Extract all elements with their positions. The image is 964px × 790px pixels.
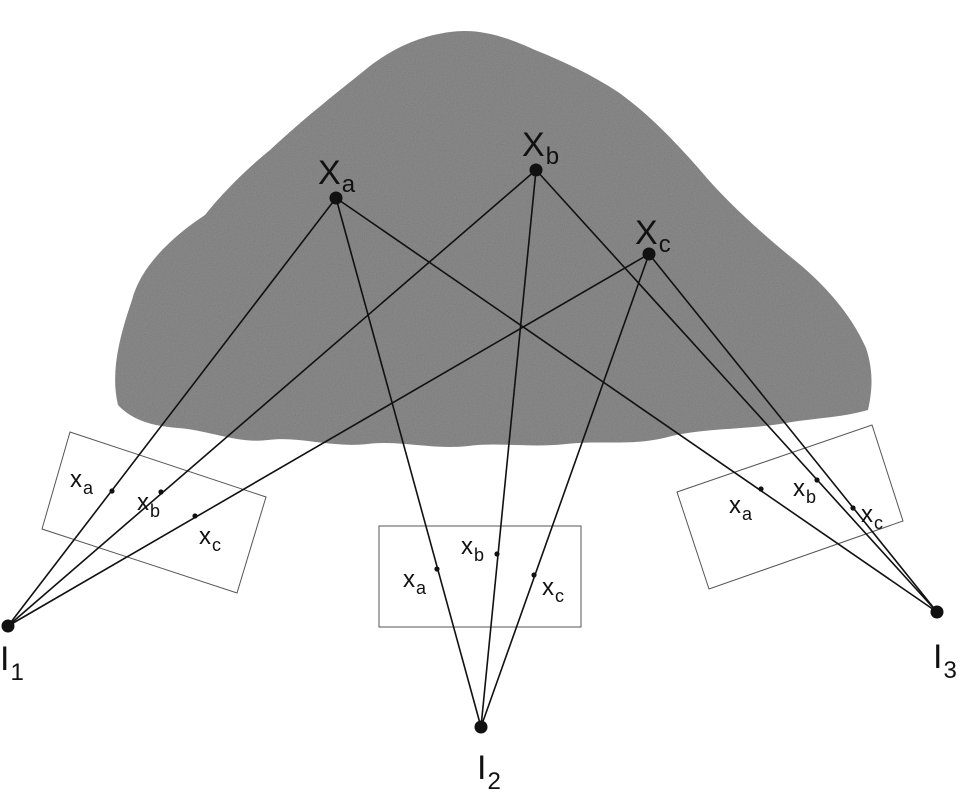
projection-rays: [7, 169, 938, 728]
image-point-label-3-a: xa: [729, 492, 753, 524]
ray-cam1-b: [7, 169, 537, 627]
world-point-label-b: Xb: [522, 126, 559, 170]
camera-center-2: [474, 720, 488, 734]
image-plane-2: [378, 525, 582, 628]
ray-cam2-a: [335, 197, 482, 728]
image-plane-3: [676, 424, 904, 590]
image-point-label-2-a: xa: [403, 566, 427, 598]
ray-cam3-c: [648, 253, 938, 613]
ray-cam2-c: [480, 253, 650, 728]
image-point-1-a: [109, 488, 115, 494]
ray-cam1-c: [7, 253, 650, 627]
ray-cam3-b: [535, 169, 938, 613]
ray-cam3-a: [335, 197, 938, 613]
image-point-2-c: [531, 572, 537, 578]
image-point-label-1-b: xb: [137, 489, 160, 521]
image-point-3-a: [758, 486, 764, 492]
camera-label-2: I2: [477, 749, 501, 790]
image-plane-1: [41, 431, 267, 594]
world-point-label-c: Xc: [635, 214, 671, 258]
ray-cam2-b: [480, 169, 537, 728]
camera-label-1: I1: [0, 640, 24, 686]
points: [1, 163, 944, 734]
image-point-1-c: [192, 513, 198, 519]
image-point-label-2-b: xb: [461, 533, 484, 565]
camera-label-3: I3: [933, 638, 957, 684]
image-point-label-2-c: xc: [542, 574, 564, 606]
world-point-label-a: Xa: [318, 154, 356, 198]
image-point-3-c: [850, 505, 856, 511]
image-point-label-3-c: xc: [861, 501, 883, 533]
camera-center-3: [930, 605, 944, 619]
image-point-label-1-c: xc: [199, 523, 221, 555]
world-point-b: [529, 163, 543, 177]
world-point-c: [642, 247, 656, 261]
image-point-label-3-b: xb: [793, 475, 816, 507]
image-point-2-a: [434, 566, 440, 572]
image-point-2-b: [494, 551, 500, 557]
camera-center-1: [1, 619, 15, 633]
image-point-label-1-a: xa: [70, 466, 94, 498]
world-point-a: [329, 191, 343, 205]
image-point-3-b: [814, 477, 820, 483]
image-point-1-b: [158, 489, 164, 495]
gravel-pile-image: [115, 30, 872, 447]
ray-cam1-a: [7, 197, 337, 627]
image-planes: [41, 424, 904, 628]
